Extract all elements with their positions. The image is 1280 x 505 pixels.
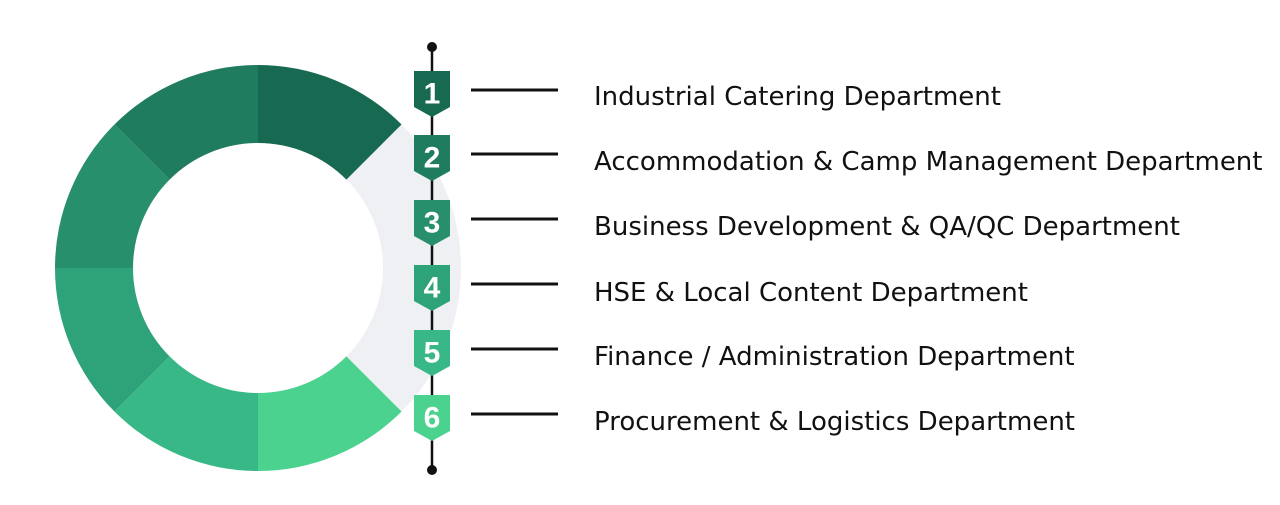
number-badge-6 bbox=[414, 395, 450, 441]
badge-number-2: 2 bbox=[424, 142, 441, 175]
department-label-2: Accommodation & Camp Management Departme… bbox=[594, 147, 1263, 177]
number-badge-5 bbox=[414, 330, 450, 376]
badge-number-1: 1 bbox=[424, 78, 441, 111]
ring-segment-6 bbox=[258, 356, 402, 471]
ring-segment-5 bbox=[114, 356, 258, 471]
department-label-5: Finance / Administration Department bbox=[594, 342, 1075, 372]
ring-segments bbox=[55, 65, 402, 471]
department-label-3: Business Development & QA/QC Department bbox=[594, 212, 1180, 242]
badge-number-5: 5 bbox=[424, 337, 441, 370]
badge-number-6: 6 bbox=[424, 402, 441, 435]
department-label-4: HSE & Local Content Department bbox=[594, 278, 1028, 308]
number-badge-2 bbox=[414, 135, 450, 181]
badge-number-4: 4 bbox=[424, 272, 441, 305]
ring-segment-2 bbox=[114, 65, 258, 180]
ring-segment-1 bbox=[258, 65, 402, 180]
ring-segment-3 bbox=[55, 124, 170, 268]
department-label-1: Industrial Catering Department bbox=[594, 82, 1001, 112]
number-badges: 1 2 3 4 5 6 bbox=[414, 71, 450, 441]
connector-lines bbox=[471, 88, 558, 416]
number-badge-4 bbox=[414, 265, 450, 311]
ring-segment-4 bbox=[55, 268, 170, 412]
timeline-top-dot bbox=[427, 42, 437, 52]
department-label-6: Procurement & Logistics Department bbox=[594, 407, 1075, 437]
badge-number-3: 3 bbox=[424, 207, 441, 240]
number-badge-1 bbox=[414, 71, 450, 117]
number-badge-3 bbox=[414, 200, 450, 246]
timeline-bottom-dot bbox=[427, 465, 437, 475]
